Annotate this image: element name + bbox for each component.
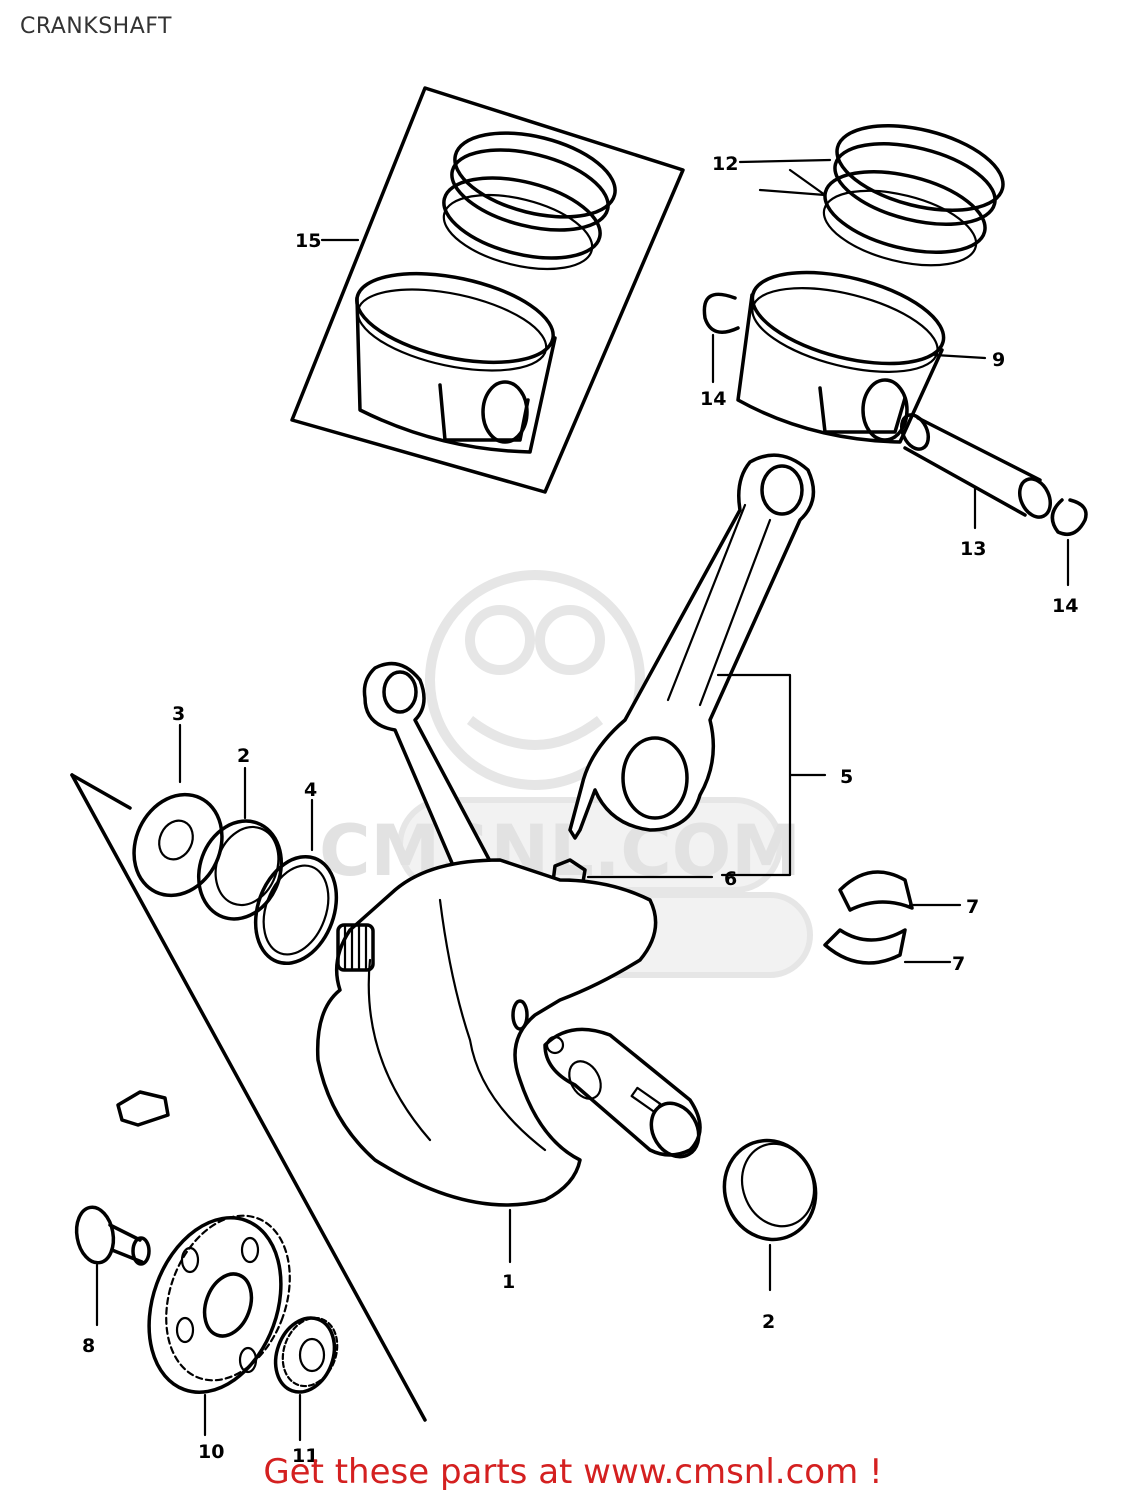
callout-9: 10 (198, 1441, 224, 1463)
callout-5: 5 (840, 766, 853, 788)
part-2-main-bearing-left (196, 819, 284, 921)
part-7-crank-pin-bearings (823, 870, 914, 965)
part-12-piston-rings (822, 124, 1005, 267)
callout-4: 4 (304, 779, 317, 801)
callout-11: 9 (992, 349, 1005, 371)
callout-10: 8 (82, 1335, 95, 1357)
part-13-piston-pin (899, 413, 1052, 519)
part-2-main-bearing-right (722, 1138, 818, 1242)
part-5-connecting-rod (568, 453, 816, 840)
part-4-ring (253, 854, 339, 966)
leader-11 (933, 353, 987, 360)
part-14-piston-pin-clip-bottom (1050, 498, 1088, 536)
callout-13: 13 (960, 538, 986, 560)
callout-14a: 14 (700, 388, 726, 410)
callout-7b: 7 (952, 953, 965, 975)
callout-8: 11 (292, 1445, 318, 1467)
page-title: CRANKSHAFT (20, 14, 172, 39)
callout-6: 6 (724, 868, 737, 890)
callout-2a: 2 (237, 745, 250, 767)
part-10-bolt (74, 1205, 151, 1266)
bolt-icon (116, 1090, 170, 1127)
callout-2b: 2 (762, 1311, 775, 1333)
callout-14b: 14 (1052, 595, 1078, 617)
callout-15: 15 (295, 230, 321, 252)
part-8-small-gear (273, 1316, 339, 1394)
bracket-5 (716, 673, 827, 877)
assembly-line-diagonal (70, 773, 427, 1422)
part-11-piston (736, 270, 946, 444)
part-1-crankshaft (315, 661, 702, 1207)
part-15-piston-ring-kit (290, 86, 685, 494)
assembly-line-top (70, 773, 132, 810)
callout-7a: 7 (966, 896, 979, 918)
part-14-piston-pin-clip-top (702, 292, 740, 334)
leader-12 (738, 158, 832, 197)
footer-parts-link[interactable]: Get these parts at www.cmsnl.com ! (263, 1452, 883, 1492)
callout-12: 12 (712, 153, 738, 175)
part-9-primary-gear (147, 1214, 291, 1394)
callout-1: 1 (502, 1271, 515, 1293)
callout-3: 3 (172, 703, 185, 725)
